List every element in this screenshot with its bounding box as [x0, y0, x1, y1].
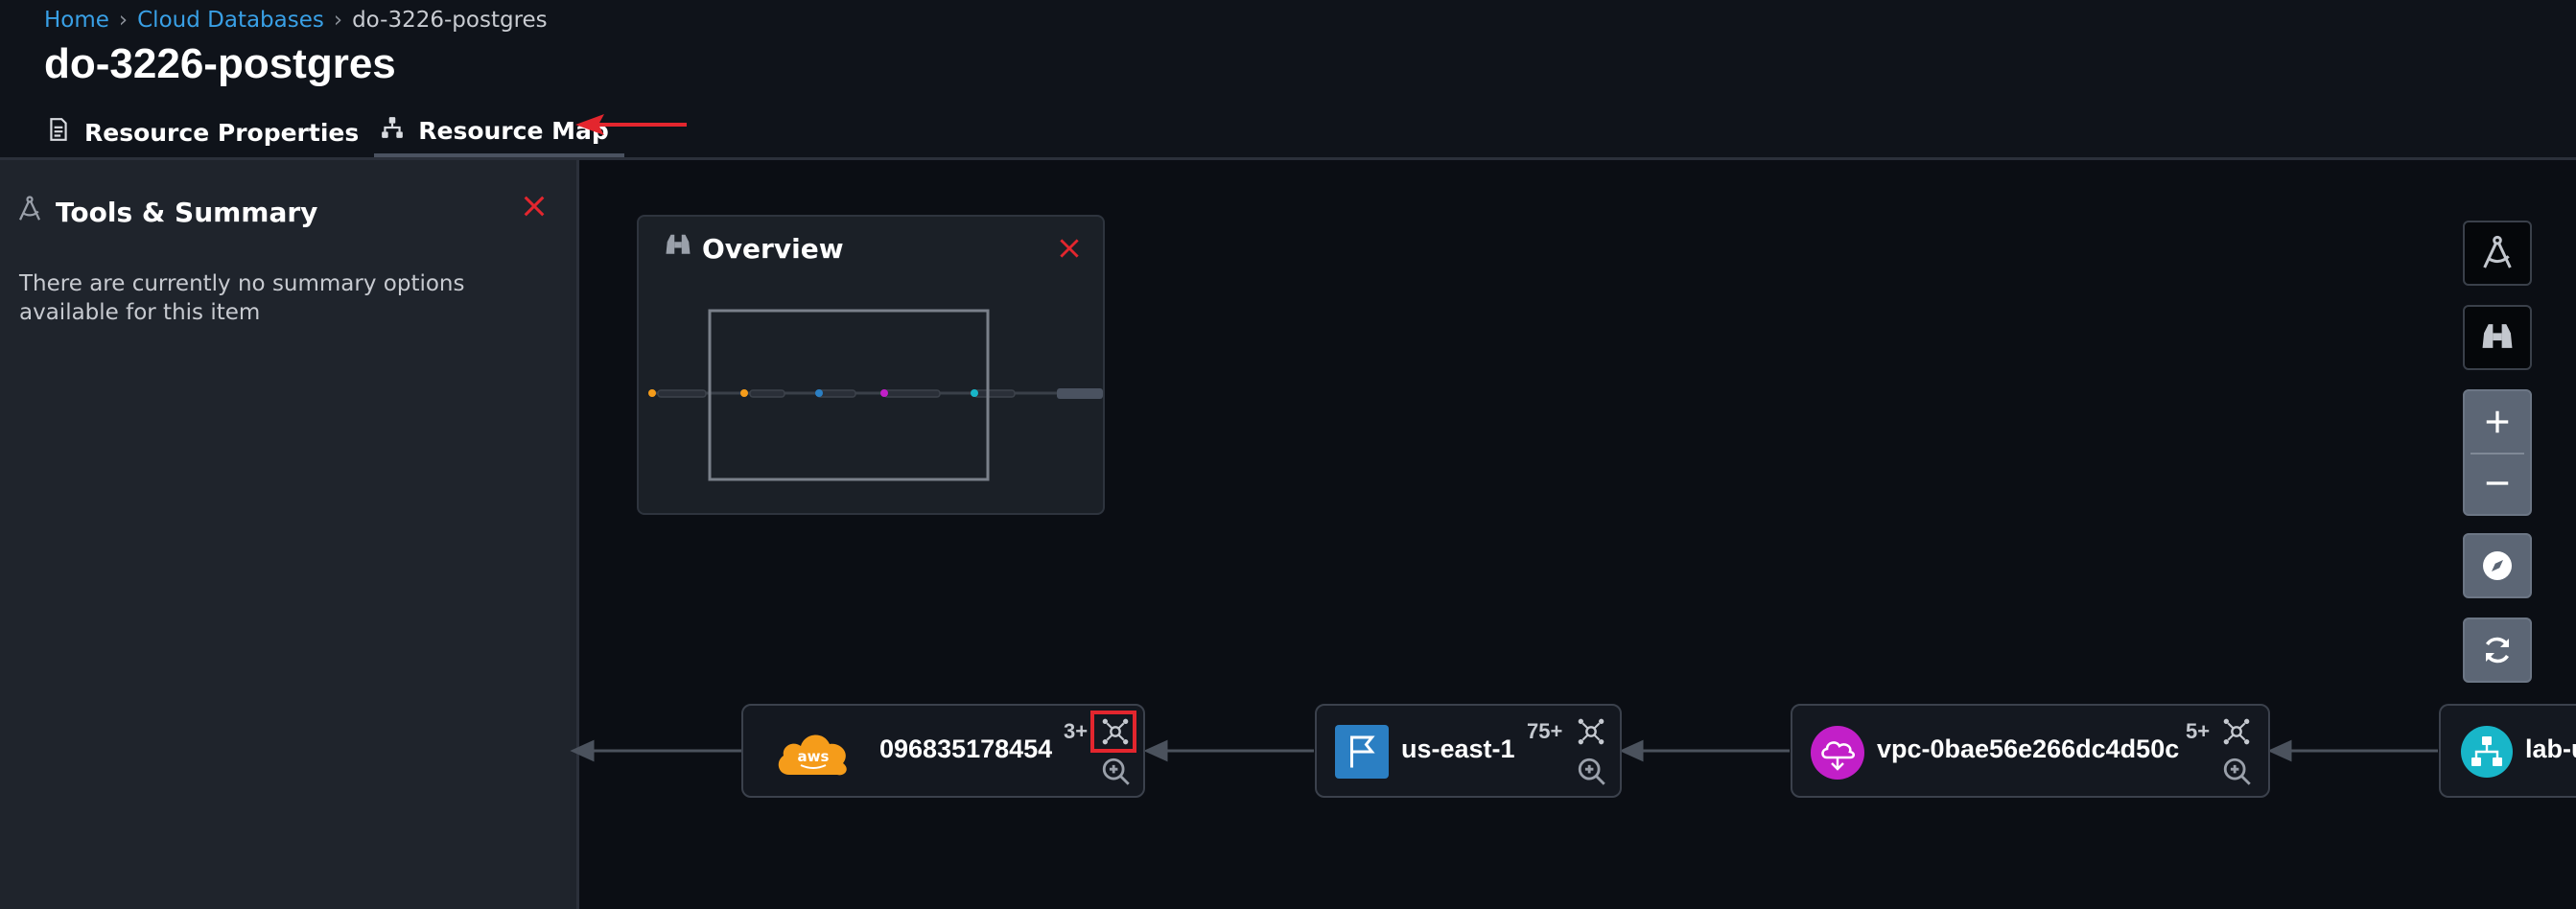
zoom-to-node-icon[interactable]	[2221, 756, 2254, 788]
tab-resource-map[interactable]: Resource Map	[374, 107, 624, 157]
overview-toggle-button[interactable]	[2463, 305, 2532, 370]
summary-message: There are currently no summary options a…	[19, 271, 465, 325]
node-label: vpc-0bae56e266dc4d50c	[1877, 734, 2180, 763]
tab-resource-properties[interactable]: Resource Properties	[40, 107, 374, 157]
breadcrumb-separator: ›	[333, 8, 343, 33]
related-count-badge: 3+	[1064, 719, 1089, 743]
zoom-in-button[interactable]	[2465, 391, 2530, 453]
drafting-compass-icon	[15, 195, 44, 230]
node-label: us-east-1	[1401, 734, 1515, 763]
overview-minimap[interactable]: Overview	[637, 215, 1105, 515]
zoom-to-node-icon[interactable]	[1100, 756, 1133, 788]
overview-title: Overview	[664, 232, 844, 266]
center-view-button[interactable]	[2463, 533, 2532, 598]
close-icon[interactable]	[521, 193, 548, 220]
minimap-viewport[interactable]	[708, 309, 990, 481]
breadcrumb-home-link[interactable]: Home	[44, 8, 109, 33]
tab-label: Resource Properties	[84, 118, 360, 147]
tab-bar: Resource Properties Resource Map	[40, 107, 624, 157]
related-count-badge: 75+	[1527, 719, 1563, 743]
sitemap-icon	[2461, 726, 2513, 778]
refresh-icon	[2485, 637, 2510, 664]
expand-relations-button[interactable]	[2220, 715, 2253, 748]
graph-node-vpc[interactable]: vpc-0bae56e266dc4d50c 5+	[1791, 704, 2270, 798]
breadcrumb-cloud-databases-link[interactable]: Cloud Databases	[137, 8, 324, 33]
node-label: 096835178454	[879, 734, 1053, 763]
breadcrumb-current: do-3226-postgres	[352, 8, 548, 33]
network-nodes-icon	[2223, 718, 2250, 745]
zoom-out-button[interactable]	[2465, 453, 2530, 514]
tab-label: Resource Map	[418, 116, 609, 145]
graph-node-region[interactable]: us-east-1 75+	[1315, 704, 1622, 798]
panel-title: Tools & Summary	[15, 195, 317, 230]
refresh-button[interactable]	[2463, 618, 2532, 683]
minus-icon	[2486, 481, 2509, 485]
divider	[2471, 453, 2524, 454]
network-nodes-icon	[1578, 718, 1604, 745]
aws-logo-icon: aws	[778, 734, 847, 776]
page-title: do-3226-postgres	[44, 40, 396, 87]
annotation-highlight-box	[1090, 711, 1136, 753]
expand-relations-button[interactable]	[1099, 715, 1132, 748]
document-icon	[46, 117, 71, 148]
breadcrumb-separator: ›	[118, 8, 129, 33]
related-count-badge: 5+	[2186, 719, 2211, 743]
panel-title-text: Tools & Summary	[56, 197, 318, 228]
tools-toggle-button[interactable]	[2463, 221, 2532, 286]
graph-node-aws-account[interactable]: aws 096835178454 3+	[741, 704, 1145, 798]
plus-icon	[2486, 410, 2509, 433]
expand-relations-button[interactable]	[1575, 715, 1607, 748]
sitemap-icon	[380, 115, 405, 146]
page-header: Home › Cloud Databases › do-3226-postgre…	[0, 0, 2576, 160]
overview-title-text: Overview	[702, 233, 844, 265]
node-label: lab-u	[2525, 734, 2576, 763]
zoom-controls	[2463, 389, 2532, 516]
network-nodes-icon	[1102, 718, 1129, 745]
annotation-arrow-icon	[575, 114, 687, 135]
drafting-compass-icon	[2483, 235, 2512, 268]
close-icon[interactable]	[1057, 236, 1082, 261]
compass-icon	[2483, 551, 2512, 580]
breadcrumb: Home › Cloud Databases › do-3226-postgre…	[44, 8, 548, 33]
binoculars-icon	[2482, 324, 2513, 348]
flag-icon	[1335, 725, 1389, 779]
tools-summary-panel: Tools & Summary There are currently no s…	[0, 160, 579, 909]
vpc-cloud-icon	[1811, 726, 1864, 780]
graph-node-lab[interactable]: lab-u	[2439, 704, 2576, 798]
aws-logo-text: aws	[798, 748, 830, 765]
zoom-to-node-icon[interactable]	[1576, 756, 1608, 788]
minimap-graph	[648, 309, 1103, 481]
binoculars-icon	[664, 232, 692, 266]
